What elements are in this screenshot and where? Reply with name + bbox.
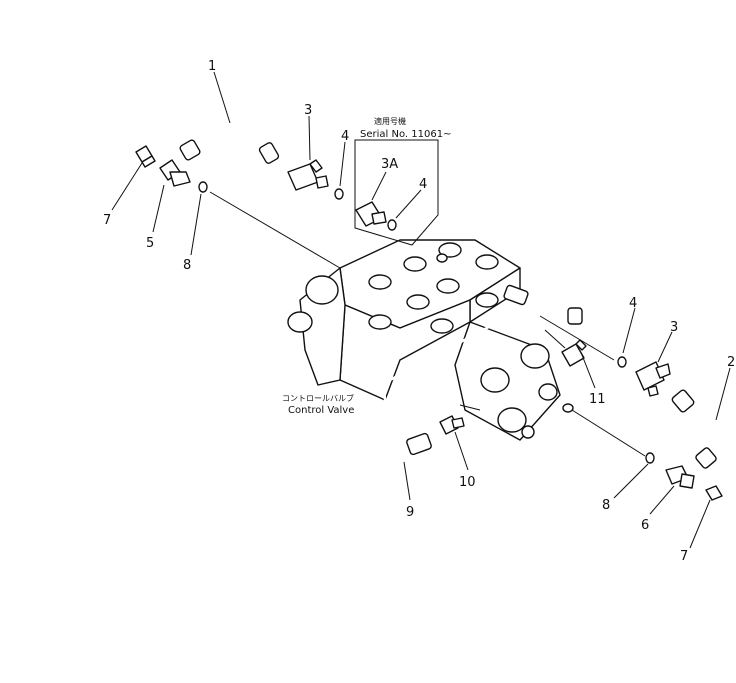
callout-3a: 3A [381,157,398,172]
callout-3-top: 3 [304,103,312,118]
plug-7-right [705,485,723,501]
pipe-9 [382,284,583,460]
leader-lines [111,71,731,549]
elbow-5 [159,159,191,187]
callout-2: 2 [727,355,735,370]
pipe-2 [671,389,726,469]
callout-4-top: 4 [341,129,349,144]
control-valve [287,239,574,441]
oring-4-top [334,188,344,200]
callout-5: 5 [146,236,154,251]
tee-3-right [635,361,671,397]
serial-note-en: Serial No. 11061~ [360,129,451,140]
callout-11: 11 [589,392,606,407]
oring-4-inset [387,219,397,231]
valve-label-jp: コントロールバルブ [282,393,354,403]
tee-11 [561,339,587,367]
callout-4-right: 4 [629,296,637,311]
plug-7-left [135,145,156,168]
elbow-6 [665,465,695,489]
serial-note-jp: 適用号機 [374,116,406,126]
callout-6: 6 [641,518,649,533]
callout-10: 10 [459,475,476,490]
callout-1: 1 [208,59,216,74]
tee-3-top [287,159,329,191]
oring-4-right [617,356,627,368]
callout-8-right: 8 [602,498,610,513]
connector-3a [355,201,387,227]
callout-4-inset: 4 [419,177,427,192]
pipe-1 [179,120,280,164]
oring-8-left [198,181,208,193]
callout-9: 9 [406,505,414,520]
serial-bracket [354,139,439,246]
callout-3-right: 3 [670,320,678,335]
oring-8-right [645,452,655,464]
callout-7-left: 7 [103,213,111,228]
valve-label-en: Control Valve [288,405,354,416]
callout-8-left: 8 [183,258,191,273]
callout-7-right: 7 [680,549,688,564]
connector-10 [439,415,465,435]
